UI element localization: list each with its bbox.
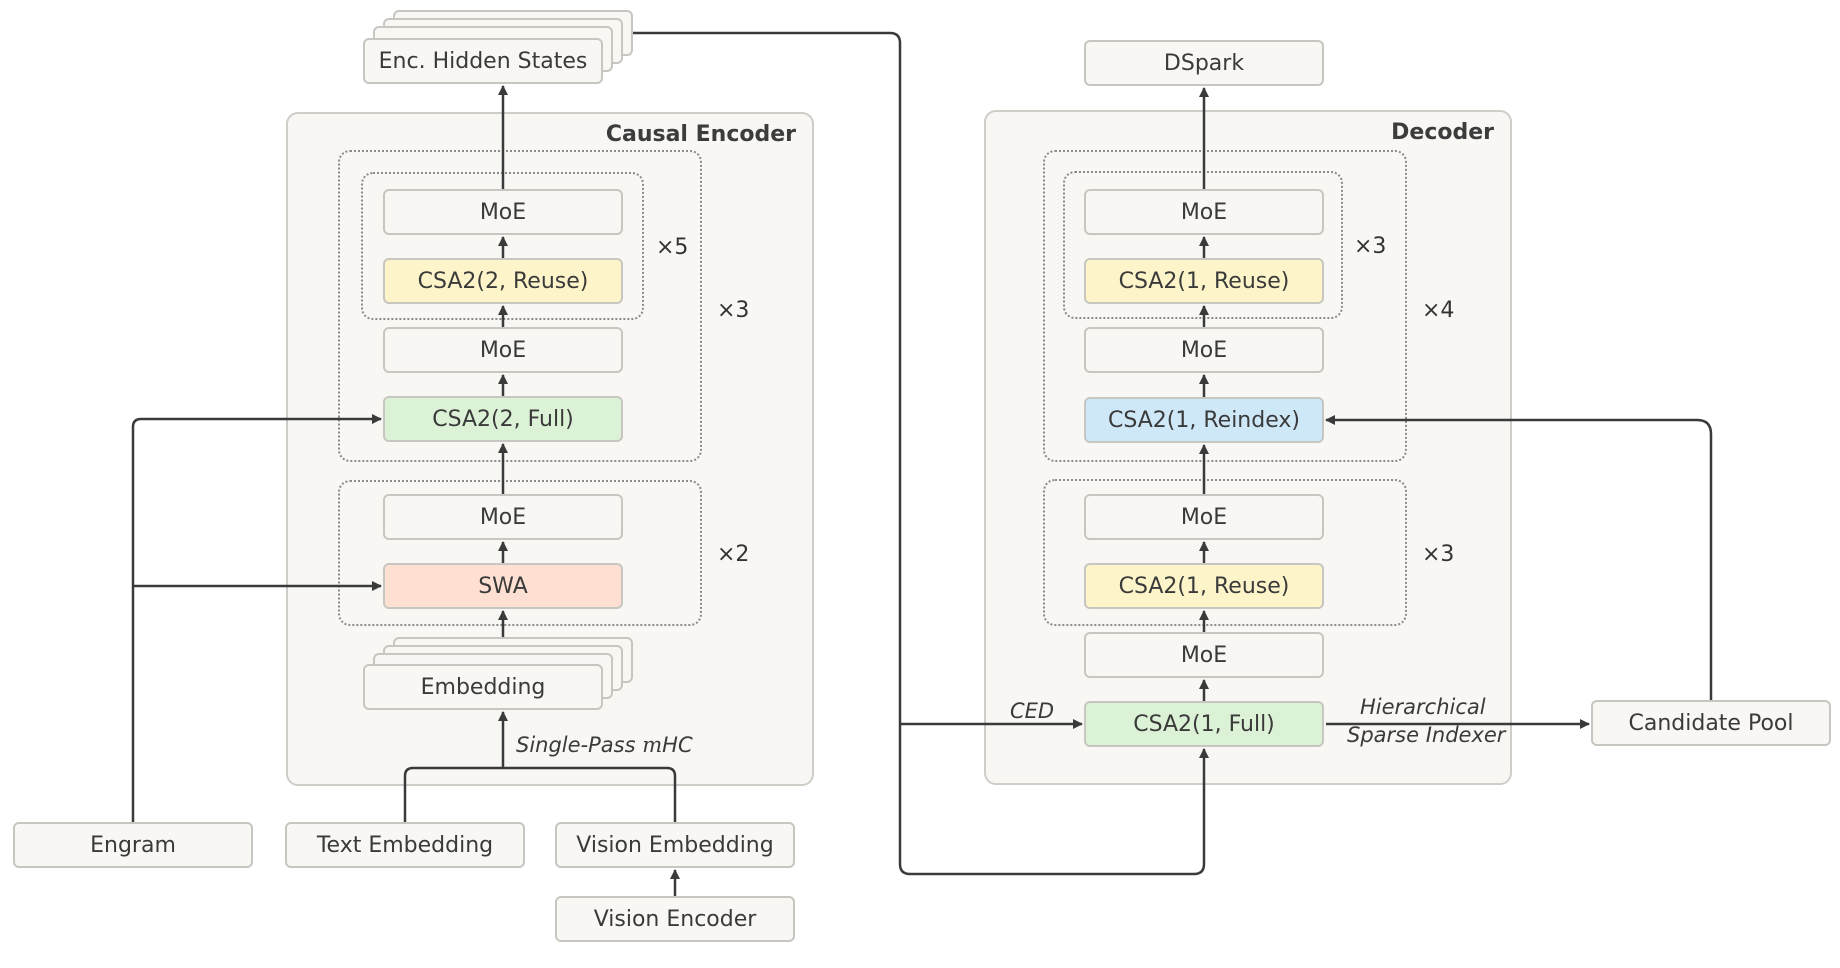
- mhc-label-m: m: [642, 733, 663, 757]
- decoder-mid-repeat: ×3: [1422, 542, 1455, 567]
- decoder-inner-repeat: ×3: [1354, 234, 1387, 259]
- decoder-csa-reindex: CSA2(1, Reindex): [1084, 397, 1324, 443]
- decoder-outer-group: [1043, 150, 1407, 462]
- vision-embedding-box: Vision Embedding: [555, 822, 795, 868]
- indexer-label-line2: Sparse Indexer: [1347, 723, 1506, 747]
- decoder-moe-top: MoE: [1084, 189, 1324, 235]
- embedding-box: Embedding: [363, 664, 603, 710]
- encoder-swa: SWA: [383, 563, 623, 609]
- dspark-box: DSpark: [1084, 40, 1324, 86]
- engram-box: Engram: [13, 822, 253, 868]
- decoder-csa-full: CSA2(1, Full): [1084, 701, 1324, 747]
- encoder-csa-reuse: CSA2(2, Reuse): [383, 258, 623, 304]
- decoder-csa-reuse-mid: CSA2(1, Reuse): [1084, 563, 1324, 609]
- indexer-label-line1: Hierarchical: [1360, 695, 1486, 719]
- decoder-mid-group: [1043, 479, 1407, 626]
- wire-text-embedding-up: [403, 766, 677, 822]
- encoder-csa-full: CSA2(2, Full): [383, 396, 623, 442]
- encoder-moe-mid: MoE: [383, 327, 623, 373]
- vision-encoder-box: Vision Encoder: [555, 896, 795, 942]
- mhc-label-prefix: Single-Pass: [516, 733, 643, 757]
- encoder-moe-top: MoE: [383, 189, 623, 235]
- causal-encoder-title: Causal Encoder: [605, 122, 796, 147]
- mhc-label-suffix: HC: [662, 733, 693, 757]
- decoder-moe-mid: MoE: [1084, 327, 1324, 373]
- wire-hidden-states-right: [633, 31, 1209, 876]
- encoder-inner-repeat: ×5: [656, 235, 689, 260]
- decoder-outer-repeat: ×4: [1422, 298, 1455, 323]
- wire-candidate-pool-to-reindex: [1325, 415, 1713, 700]
- candidate-pool-box: Candidate Pool: [1591, 700, 1831, 746]
- encoder-swa-repeat: ×2: [717, 542, 750, 567]
- encoder-swa-group: [338, 480, 702, 626]
- encoder-swa-moe: MoE: [383, 494, 623, 540]
- encoder-outer-repeat: ×3: [717, 298, 750, 323]
- single-pass-mhc-label: Single-Pass mHC: [516, 732, 693, 759]
- decoder-mid-moe: MoE: [1084, 494, 1324, 540]
- encoder-outer-group: [338, 150, 702, 462]
- ced-label: CED: [1010, 699, 1055, 723]
- decoder-bottom-moe: MoE: [1084, 632, 1324, 678]
- wire-engram-to-csa-full: [131, 414, 382, 822]
- decoder-title: Decoder: [1391, 120, 1494, 145]
- enc-hidden-states-box: Enc. Hidden States: [363, 38, 603, 84]
- text-embedding-box: Text Embedding: [285, 822, 525, 868]
- decoder-csa-reuse-top: CSA2(1, Reuse): [1084, 258, 1324, 304]
